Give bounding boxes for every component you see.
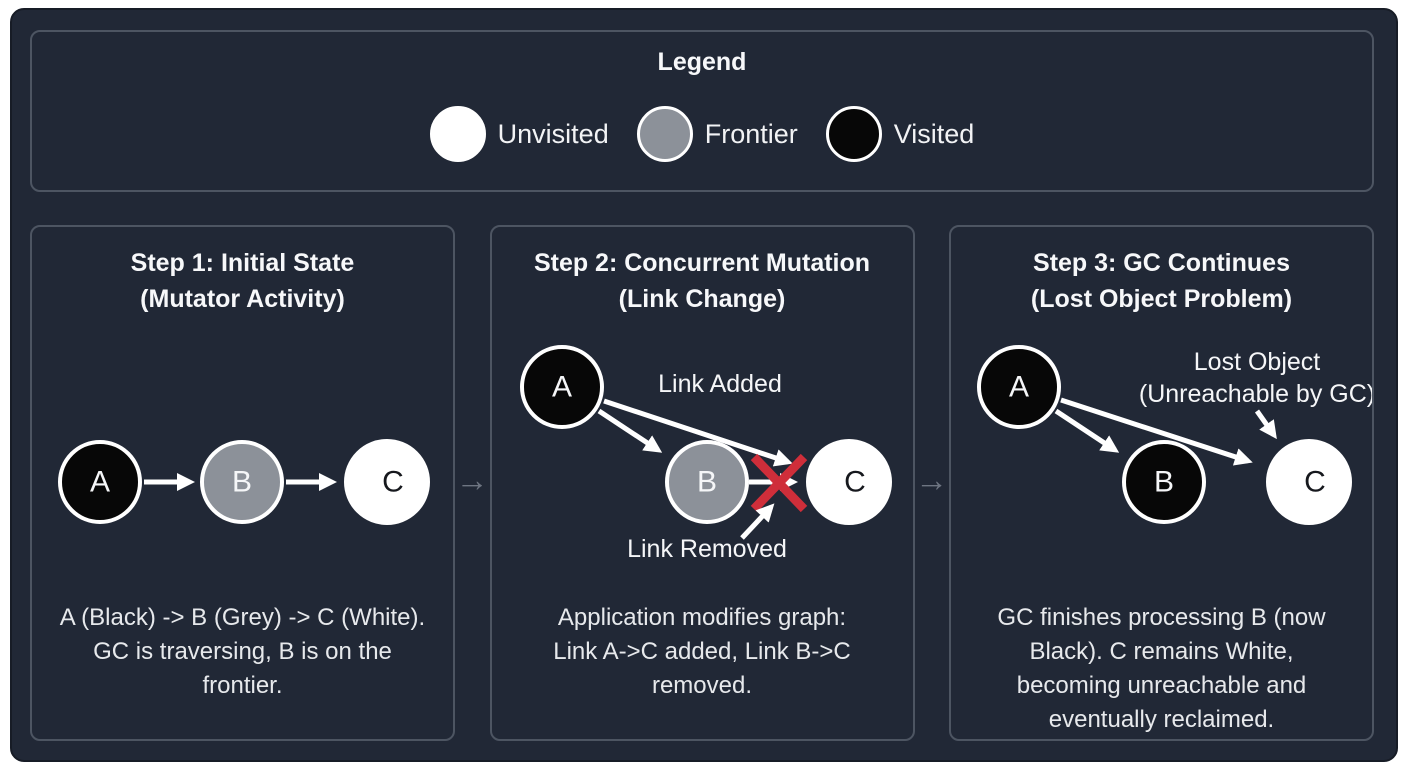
step3-title: Step 3: GC Continues (Lost Object Proble… [951, 227, 1372, 317]
legend-label-frontier: Frontier [704, 118, 798, 149]
step3-caption: GC finishes processing B (now Black). C … [997, 604, 1326, 733]
right-arrow-icon: → [455, 461, 489, 498]
node-c-circle [1266, 439, 1352, 525]
legend-item-unvisited: Unvisited [429, 106, 609, 162]
separator-2: → [915, 225, 950, 741]
legend-label-visited: Visited [893, 118, 975, 149]
separator-1: → [455, 225, 490, 741]
step1-title-line2: (Mutator Activity) [140, 285, 345, 313]
edge-a-to-c [1060, 397, 1253, 466]
node-b-circle [664, 440, 749, 524]
step2-caption: Application modifies graph: Link A->C ad… [553, 604, 851, 699]
node-b-label: B [696, 466, 716, 499]
step2-title: Step 2: Concurrent Mutation (Link Change… [492, 227, 913, 317]
step2-panel: Step 2: Concurrent Mutation (Link Change… [489, 225, 915, 741]
legend-label-unvisited: Unvisited [497, 118, 609, 149]
right-arrow-icon: → [915, 461, 949, 498]
unvisited-swatch-icon [429, 106, 486, 162]
lost-object-label-line1: Lost Object [1194, 348, 1321, 376]
node-c-label: C [382, 466, 404, 499]
gc-tricolor-diagram: Legend Unvisited Frontier Visited Step 1… [10, 8, 1398, 762]
node-b-circle [200, 440, 284, 524]
step3-title-line1: Step 3: GC Continues [1033, 249, 1290, 277]
node-c-label: C [844, 466, 866, 499]
frontier-swatch-icon [636, 106, 693, 162]
node-a-label: A [1009, 371, 1029, 404]
node-a-circle [977, 345, 1061, 429]
link-removed-pointer-arrow [739, 503, 774, 540]
legend-panel: Legend Unvisited Frontier Visited [30, 30, 1374, 192]
edge-a-to-b [597, 408, 662, 453]
legend-item-frontier: Frontier [636, 106, 798, 162]
node-b-label: B [232, 466, 252, 499]
node-b-circle [1122, 440, 1206, 524]
node-b-label: B [1154, 466, 1174, 499]
step3-diagram: A B C Lost Object (Unreachable by GC) [977, 345, 1372, 525]
step2-diagram: A B C Link Added Link Removed [519, 345, 892, 563]
edge-a-to-c-added [602, 398, 793, 467]
step1-title-line1: Step 1: Initial State [130, 249, 355, 277]
link-added-label: Link Added [658, 370, 782, 398]
legend-row: Unvisited Frontier Visited [32, 106, 1372, 162]
step2-title-line1: Step 2: Concurrent Mutation [533, 249, 871, 277]
node-c-label: C [1304, 466, 1326, 499]
link-removed-label: Link Removed [627, 535, 787, 563]
step1-title: Step 1: Initial State (Mutator Activity) [32, 227, 453, 317]
node-a-circle [58, 440, 142, 524]
visited-swatch-icon [825, 106, 882, 162]
edge-a-to-b [1054, 408, 1120, 453]
node-a-label: A [551, 371, 571, 404]
node-c-circle [344, 439, 430, 525]
step2-title-line2: (Link Change) [618, 285, 786, 313]
step1-panel: Step 1: Initial State (Mutator Activity)… [30, 225, 455, 741]
step1-diagram: A B C [58, 439, 430, 525]
lost-object-label-line2: (Unreachable by GC) [1139, 380, 1372, 408]
node-a-label: A [90, 466, 110, 499]
step1-caption: A (Black) -> B (Grey) -> C (White). GC i… [59, 604, 426, 699]
step3-panel: Step 3: GC Continues (Lost Object Proble… [949, 225, 1374, 741]
node-c-circle [805, 439, 892, 525]
lost-object-pointer-arrow [1254, 409, 1277, 440]
removed-x-mark [750, 453, 807, 513]
step3-title-line2: (Lost Object Problem) [1030, 285, 1293, 313]
legend-item-visited: Visited [825, 106, 975, 162]
steps-row: Step 1: Initial State (Mutator Activity)… [30, 225, 1374, 741]
node-a-circle [519, 345, 604, 429]
legend-title: Legend [657, 48, 747, 76]
